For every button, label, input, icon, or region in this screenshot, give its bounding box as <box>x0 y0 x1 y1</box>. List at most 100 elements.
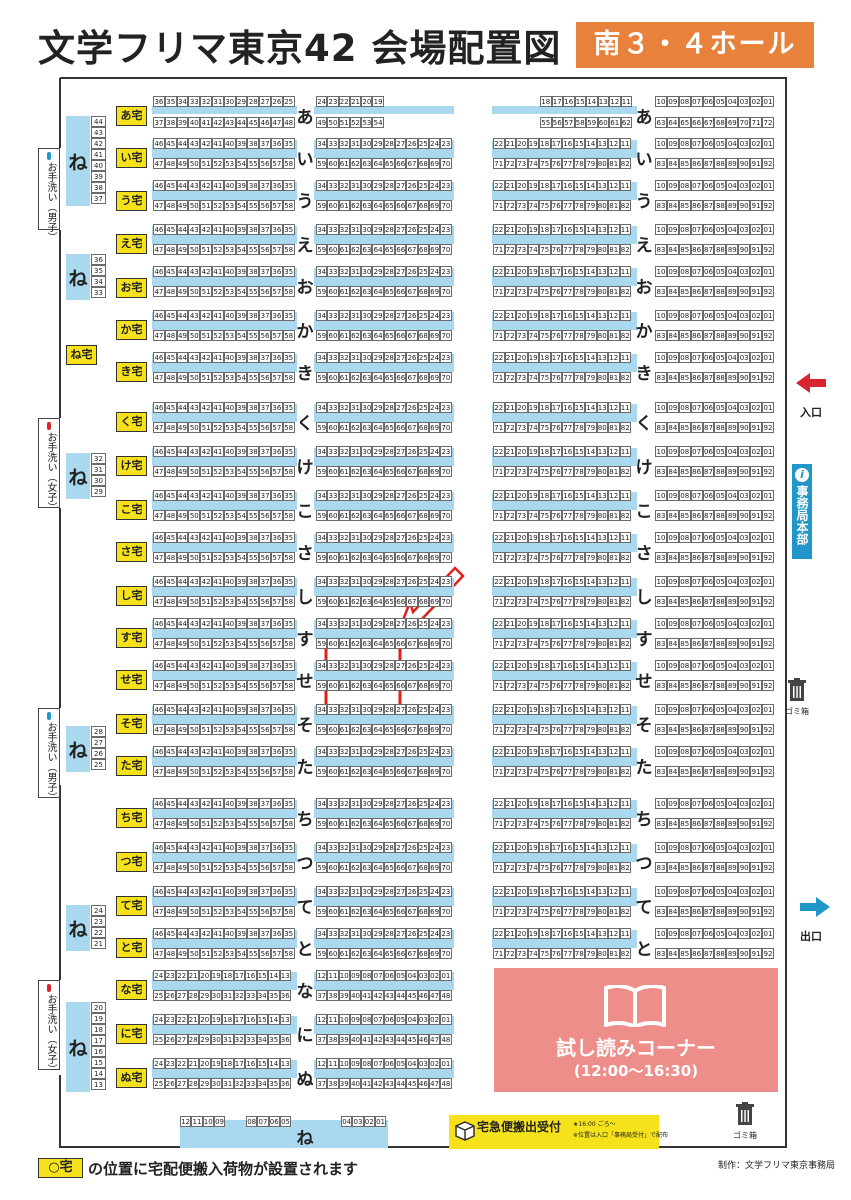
booth-cell: 33 <box>327 660 339 671</box>
booth-cell: 62 <box>349 372 362 383</box>
booth-cell: 57 <box>270 948 283 959</box>
try-reading-corner: 試し読みコーナー (12:00〜16:30) <box>494 968 778 1092</box>
booth-cell: 70 <box>440 596 452 607</box>
booth-cell: 64 <box>372 244 384 255</box>
booth-cell: 53 <box>223 158 236 169</box>
booth-cell: 08 <box>361 1014 373 1025</box>
booth-cell: 49 <box>176 330 189 341</box>
booth-cell: 19 <box>527 928 539 939</box>
booth-cell: 78 <box>573 948 585 959</box>
booth-cell: 79 <box>585 466 597 477</box>
booth-cell: 86 <box>690 422 703 433</box>
booth-cell: 66 <box>395 906 407 917</box>
booth-cell: 22 <box>493 490 505 501</box>
booth-cell: 06 <box>702 660 715 671</box>
booth-cell: 88 <box>714 906 727 917</box>
booth-cell: 03 <box>417 1014 429 1025</box>
booth-cell: 61 <box>338 906 350 917</box>
booth-cell: 45 <box>164 532 177 543</box>
booth-cell: 73 <box>516 286 528 297</box>
booth-cell: 10 <box>338 1058 350 1069</box>
booth-cell: 62 <box>349 680 362 691</box>
booth-cell: 07 <box>690 842 703 853</box>
booth-cell: 05 <box>714 490 727 501</box>
booth-cell: 06 <box>383 970 396 981</box>
booth-cell: 26 <box>406 490 418 501</box>
booth-cell: 80 <box>596 766 608 777</box>
booth-cell: 70 <box>440 466 452 477</box>
booth-cell: 62 <box>349 906 362 917</box>
booth-cell: 37 <box>259 402 271 413</box>
booth-cell: 78 <box>573 906 585 917</box>
booth-cell: 47 <box>428 1078 441 1089</box>
booth-cell: 54 <box>235 596 248 607</box>
booth-cell: 55 <box>247 862 260 873</box>
booth-cell: 79 <box>585 766 597 777</box>
booth-cell: 38 <box>247 798 260 809</box>
booth-cell: 05 <box>714 138 727 149</box>
booth-cell: 38 <box>247 490 260 501</box>
booth-cell: 66 <box>395 286 407 297</box>
booth-cell: 03 <box>738 746 751 757</box>
booth-cell: 88 <box>714 818 727 829</box>
booth-cell: 92 <box>762 818 774 829</box>
booth-cell: 29 <box>372 266 384 277</box>
booth-cell: 28 <box>383 576 396 587</box>
booth-cell: 45 <box>406 1078 418 1089</box>
booth-cell: 74 <box>527 422 539 433</box>
booth-cell: 66 <box>395 552 407 563</box>
booth-cell: 84 <box>666 552 679 563</box>
booth-cell: 14 <box>585 798 597 809</box>
booth-cell: 69 <box>428 638 441 649</box>
booth-cell: 64 <box>372 330 384 341</box>
booth-cell: 23 <box>164 1058 176 1069</box>
booth-cell: 21 <box>504 798 516 809</box>
booth-cell: 36 <box>91 254 106 265</box>
booth-cell: 47 <box>153 422 165 433</box>
booth-cell: 29 <box>235 96 248 107</box>
booth-cell: 03 <box>738 352 751 363</box>
booth-cell: 85 <box>678 724 691 735</box>
booth-cell: 61 <box>338 330 350 341</box>
booth-cell: 13 <box>596 266 608 277</box>
booth-cell: 64 <box>372 466 384 477</box>
booth-cell: 74 <box>527 862 539 873</box>
booth-cell: 35 <box>282 660 295 671</box>
booth-cell: 36 <box>270 798 283 809</box>
booth-cell: 72 <box>504 680 516 691</box>
booth-cell: 32 <box>338 138 350 149</box>
booth-cell: 14 <box>585 576 597 587</box>
booth-cell: 68 <box>417 862 429 873</box>
booth-cell: 19 <box>372 96 384 107</box>
booth-cell: 49 <box>176 372 189 383</box>
booth-cell: 05 <box>714 618 727 629</box>
parcel-icon <box>455 1121 475 1141</box>
booth-cell: 06 <box>702 798 715 809</box>
booth-cell: 75 <box>539 862 551 873</box>
booth-cell: 61 <box>338 286 350 297</box>
booth-cell: 31 <box>91 464 106 475</box>
booth-cell: 50 <box>188 596 201 607</box>
booth-cell: 80 <box>596 948 608 959</box>
booth-cell: 49 <box>176 244 189 255</box>
booth-cell: 19 <box>527 138 539 149</box>
booth-cell: 21 <box>504 180 516 191</box>
booth-cell: 72 <box>504 466 516 477</box>
booth-cell: 72 <box>504 948 516 959</box>
booth-cell: 54 <box>235 766 248 777</box>
booth-cell: 87 <box>702 552 715 563</box>
booth-cell: 92 <box>762 906 774 917</box>
booth-cell: 48 <box>164 948 177 959</box>
booth-cell: 50 <box>188 862 201 873</box>
booth-cell: 11 <box>619 842 631 853</box>
booth-cell: 03 <box>417 1058 429 1069</box>
booth-cell: 28 <box>383 798 396 809</box>
booth-cell: 34 <box>316 842 328 853</box>
